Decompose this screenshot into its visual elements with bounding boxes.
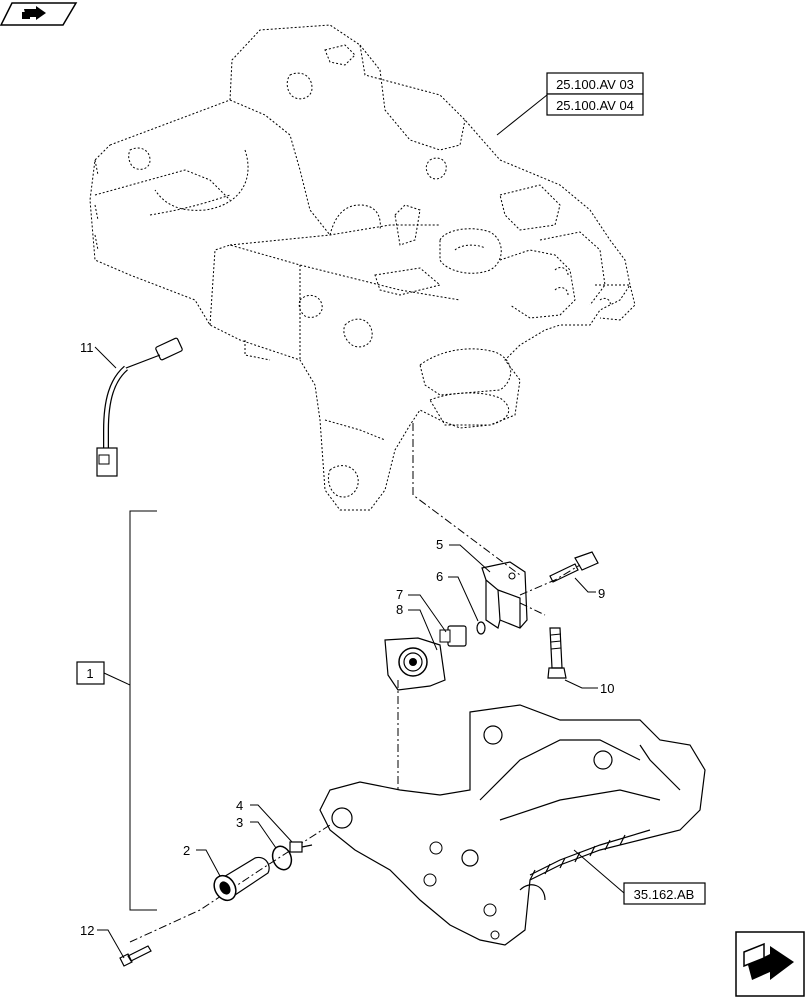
frame-ref-leader [496,94,548,136]
callout-3: 3 [236,815,243,830]
washer-6 [476,621,486,635]
hex-bolt-10 [547,627,567,679]
hitch-reference-box[interactable]: 35.162.AB [623,882,706,905]
frame-ref-1: 25.100.AV 03 [556,77,634,92]
callout-4: 4 [236,798,243,813]
group-label: 1 [86,666,93,681]
group-label-box[interactable]: 1 [76,661,105,685]
section-forward-icon[interactable] [0,2,78,26]
assembly-group-bracket [103,510,157,911]
frame-reference-box[interactable]: 25.100.AV 03 25.100.AV 04 [546,72,644,116]
assembly-axis-line-upper [412,423,521,576]
callout-10: 10 [600,681,614,696]
callout-leader-10 [564,679,598,689]
bolt-12 [119,945,152,967]
front-axle-support-frame [89,24,636,511]
callout-leader-11 [94,346,117,369]
position-sensor-8 [384,637,446,691]
callout-leader-3 [250,821,277,849]
callout-5: 5 [436,537,443,552]
callout-7: 7 [396,587,403,602]
page-forward-icon[interactable] [735,931,805,997]
callout-leader-5 [449,544,491,573]
callout-11: 11 [80,340,94,355]
callout-leader-8 [408,609,438,651]
callout-2: 2 [183,843,190,858]
hitch-ref-leader [573,849,625,894]
callout-12: 12 [80,923,94,938]
retaining-ring-3 [271,845,293,871]
bolt-axis-line-10 [519,602,546,616]
callout-leader-2 [196,849,221,877]
callout-leader-12 [97,929,125,959]
sensor-bracket [481,561,528,629]
sensor-connector-7 [439,625,467,647]
callout-8: 8 [396,602,403,617]
callout-leader-7 [408,594,447,633]
bolt-axis-line-9 [519,564,581,596]
callout-leader-6 [448,576,479,622]
frame-ref-2: 25.100.AV 04 [556,98,634,113]
grease-fitting-4 [289,841,313,853]
hex-bolt-9 [549,551,599,583]
callout-leader-4 [250,804,293,843]
wiring-harness [96,337,183,477]
callout-6: 6 [436,569,443,584]
pivot-pin-2 [213,856,270,902]
hitch-ref: 35.162.AB [634,887,695,902]
hitch-assembly [319,704,706,946]
callout-9: 9 [598,586,605,601]
callout-leader-9 [574,577,596,593]
